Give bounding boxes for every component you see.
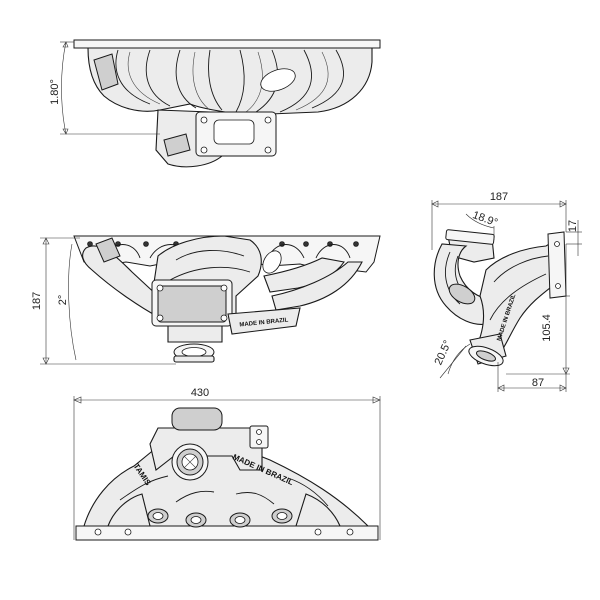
dim-front-angle: 2°: [57, 295, 69, 306]
dim-side-angle-top: 18.9°: [471, 209, 499, 229]
top-view-oval-port: [260, 68, 296, 92]
top-view-flange: [73, 39, 381, 49]
dim-side-width: 187: [490, 191, 508, 203]
dim-side-offset-bottom: 87: [532, 377, 544, 389]
bottom-view: 430 MADE IN BRAZIL: [73, 387, 381, 541]
top-view-body: [87, 47, 373, 115]
top-view: 1.80°: [49, 39, 381, 168]
dim-side-offset-top: 17: [567, 220, 579, 232]
front-view: MADE IN BRAZIL 187 2°: [31, 235, 381, 365]
side-view: MADE IN BRAZIL 187 18.9° 17 105.4 87 20.: [431, 191, 582, 392]
svg-text:MADE IN BRAZIL: MADE IN BRAZIL: [239, 317, 289, 328]
dim-front-width: 430: [191, 387, 209, 399]
dim-side-height: 105.4: [541, 314, 553, 342]
dim-side-angle-bottom: 20.5°: [433, 339, 454, 367]
dim-front-height: 187: [31, 292, 43, 310]
bottom-view-flange: [75, 525, 379, 541]
dim-top-view-height: 1.80°: [49, 79, 61, 105]
side-view-downpipe: [475, 239, 561, 357]
